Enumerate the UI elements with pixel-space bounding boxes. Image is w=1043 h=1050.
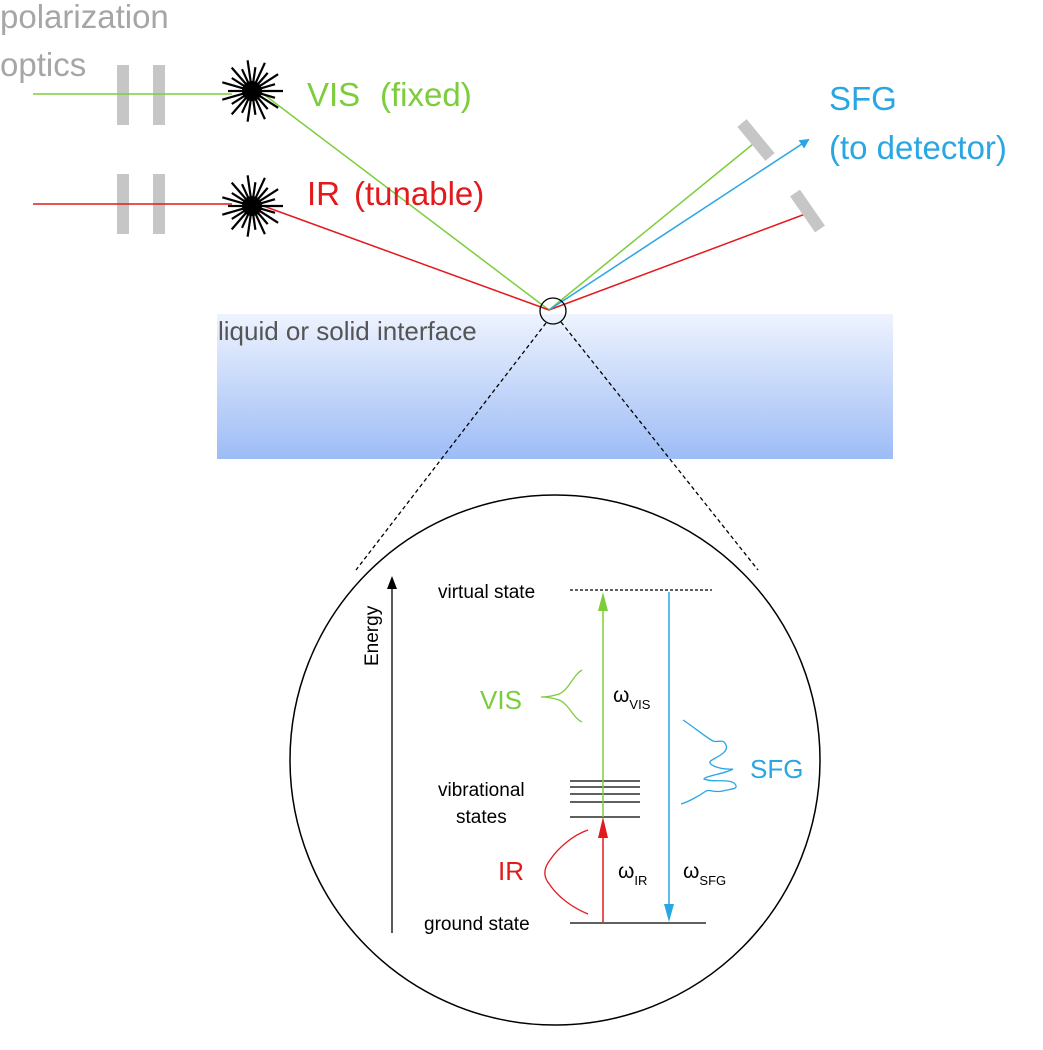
burst-ray (246, 213, 252, 237)
ir-beam-note: (tunable) (354, 175, 484, 212)
burst-ray (259, 92, 276, 99)
ir-beam-label: IR (307, 175, 340, 212)
burst-ray (254, 97, 266, 120)
burst-ray (254, 177, 266, 200)
burst-ray (246, 98, 252, 122)
interface-slab (217, 314, 893, 459)
burst-ray (230, 66, 248, 86)
sfg-beam-note: (to detector) (829, 129, 1007, 166)
polarization-optics-label-line1: polarization (0, 0, 169, 35)
vis-beam-to-interface (257, 89, 550, 311)
burst-ray (221, 92, 245, 101)
burst-ray (252, 98, 257, 115)
sfg-arrowhead (664, 904, 674, 922)
zoom-guide-right (560, 321, 759, 571)
energy-axis-label: Energy (362, 605, 383, 666)
ir-reflected-beam (548, 212, 809, 311)
vis-beam-label: VIS (307, 76, 360, 113)
burst-ray (241, 97, 250, 114)
vis-laser-burst-icon (221, 60, 283, 122)
burst-ray (246, 60, 252, 84)
vibrational-states-label-line1: vibrational (438, 780, 525, 801)
burst-ray (231, 209, 246, 220)
burst-ray (256, 211, 269, 225)
sfg-spectrum (680, 719, 737, 805)
burst-ray (252, 67, 257, 84)
polarization-optics-label-line2: optics (0, 46, 86, 83)
vis-spectrum-label: VIS (480, 685, 522, 715)
omega-vis-label: ωVIS (613, 684, 651, 712)
energy-level-diagram: Energy virtual state vibrational states … (289, 494, 821, 1026)
burst-ray (258, 73, 279, 88)
vis-pulse-spectrum (540, 669, 583, 723)
optical-setup: polarization optics VIS (fixed) IR (tuna… (0, 0, 1007, 311)
burst-ray (231, 77, 246, 88)
virtual-state-label: virtual state (438, 582, 535, 603)
ir-beam-to-interface (257, 203, 550, 311)
burst-ray (256, 96, 269, 110)
burst-ray (231, 94, 246, 105)
ir-beam-stop (790, 189, 825, 233)
burst-core (242, 196, 262, 216)
burst-ray (241, 183, 250, 200)
vis-beam-stop (737, 119, 775, 161)
ir-laser-burst-icon (221, 175, 283, 237)
burst-ray (254, 212, 266, 235)
magnified-circle (289, 494, 821, 1026)
burst-core (242, 81, 262, 101)
vibrational-states-label-line2: states (456, 807, 507, 828)
ground-state-label: ground state (424, 914, 530, 935)
ir-spectrum-label: IR (498, 856, 524, 886)
burst-ray (259, 198, 276, 205)
vis-polarizer-plate-1 (117, 65, 129, 125)
burst-ray (258, 94, 279, 109)
vis-reflected-beam (548, 139, 759, 311)
zoom-spot-circle (539, 297, 567, 325)
burst-ray (254, 62, 266, 85)
burst-ray (221, 81, 245, 90)
burst-ray (256, 187, 269, 201)
burst-ray (259, 83, 276, 90)
burst-ray (258, 188, 279, 203)
burst-ray (221, 207, 245, 216)
burst-ray (246, 175, 252, 199)
zoom-guide-left (355, 322, 547, 571)
interface-label: liquid or solid interface (218, 316, 477, 346)
omega-sfg-label: ωSFG (683, 860, 726, 888)
vis-polarizer-plate-2 (153, 65, 165, 125)
burst-ray (259, 207, 276, 214)
burst-ray (230, 181, 248, 201)
energy-axis-arrowhead (387, 576, 397, 589)
vis-arrowhead (598, 592, 608, 611)
sfg-beam-label: SFG (829, 80, 897, 117)
sfg-spectrum-label: SFG (750, 754, 803, 784)
burst-ray (221, 196, 245, 205)
ir-pulse-spectrum (544, 829, 589, 915)
burst-ray (258, 209, 279, 224)
vis-beam-note: (fixed) (380, 76, 472, 113)
burst-ray (241, 68, 250, 85)
burst-ray (252, 182, 257, 199)
ir-arrowhead (598, 817, 608, 838)
burst-ray (256, 72, 269, 86)
burst-ray (241, 212, 250, 229)
burst-ray (230, 96, 248, 116)
burst-ray (252, 213, 257, 230)
omega-ir-label: ωIR (618, 860, 647, 888)
burst-ray (230, 211, 248, 231)
burst-ray (231, 192, 246, 203)
sfg-output-beam (548, 138, 810, 311)
